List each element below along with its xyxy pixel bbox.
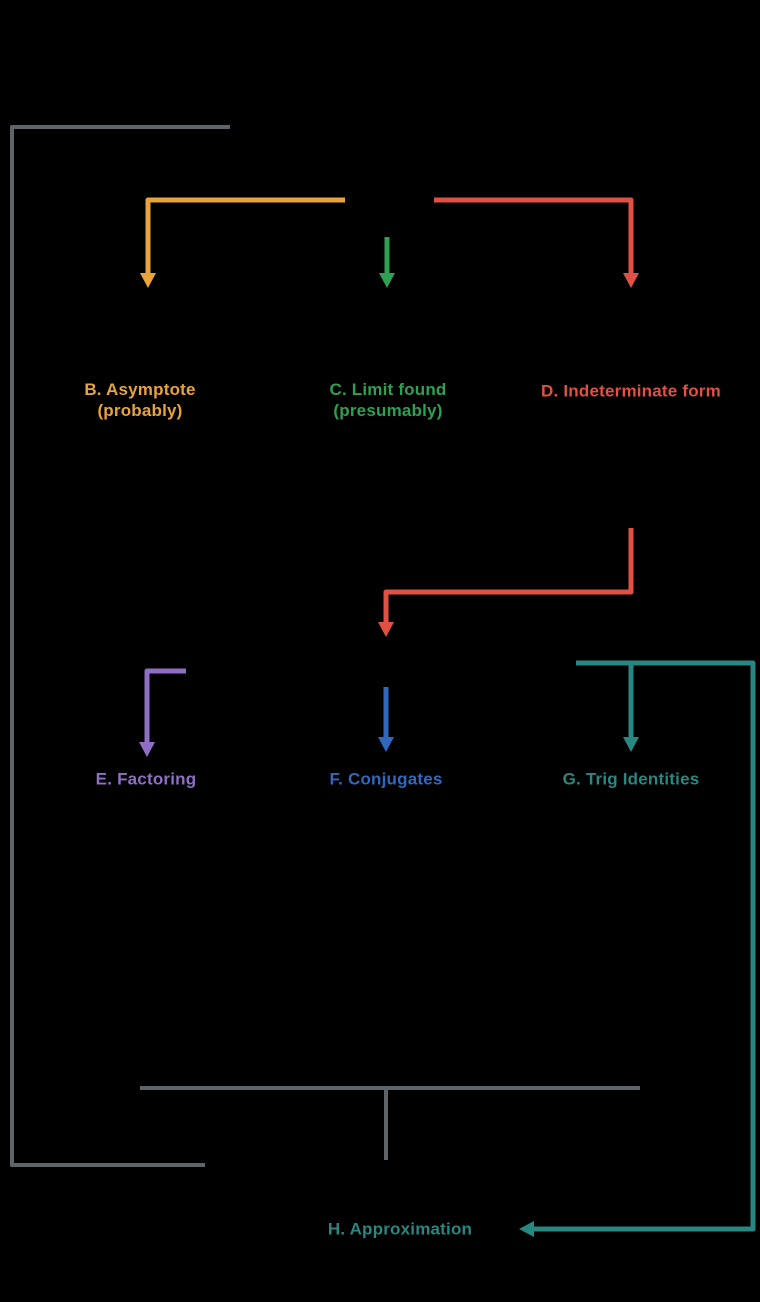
node-approximation-label: H. Approximation bbox=[327, 1219, 473, 1239]
node-limit-found-sublabel: (presumably) bbox=[333, 401, 443, 420]
node-limit-found: C. Limit found (presumably) bbox=[329, 379, 446, 421]
node-conjugates: F. Conjugates bbox=[329, 769, 442, 790]
node-factoring: E. Factoring bbox=[96, 769, 197, 790]
node-asymptote-label: B. Asymptote bbox=[84, 380, 196, 399]
connector-approximation-teal bbox=[519, 660, 756, 1237]
node-factoring-label: E. Factoring bbox=[95, 769, 197, 789]
node-limit-found-label: C. Limit found bbox=[329, 380, 447, 399]
node-trig-identities: G. Trig Identities bbox=[563, 769, 700, 790]
connector-indeterminate-to-middle-red bbox=[378, 528, 634, 637]
connector-factoring-purple bbox=[139, 668, 186, 757]
loopback-connector-gray bbox=[10, 125, 230, 1167]
node-approximation: H. Approximation bbox=[328, 1219, 472, 1240]
node-asymptote-sublabel: (probably) bbox=[97, 401, 183, 420]
node-indeterminate-label: D. Indeterminate form bbox=[541, 381, 721, 401]
connector-indeterminate-red bbox=[434, 197, 639, 288]
node-trig-identities-label: G. Trig Identities bbox=[562, 769, 700, 789]
node-conjugates-label: F. Conjugates bbox=[329, 769, 443, 789]
connector-asymptote-yellow bbox=[140, 197, 345, 288]
node-asymptote: B. Asymptote (probably) bbox=[84, 379, 195, 421]
node-indeterminate: D. Indeterminate form bbox=[541, 381, 721, 402]
